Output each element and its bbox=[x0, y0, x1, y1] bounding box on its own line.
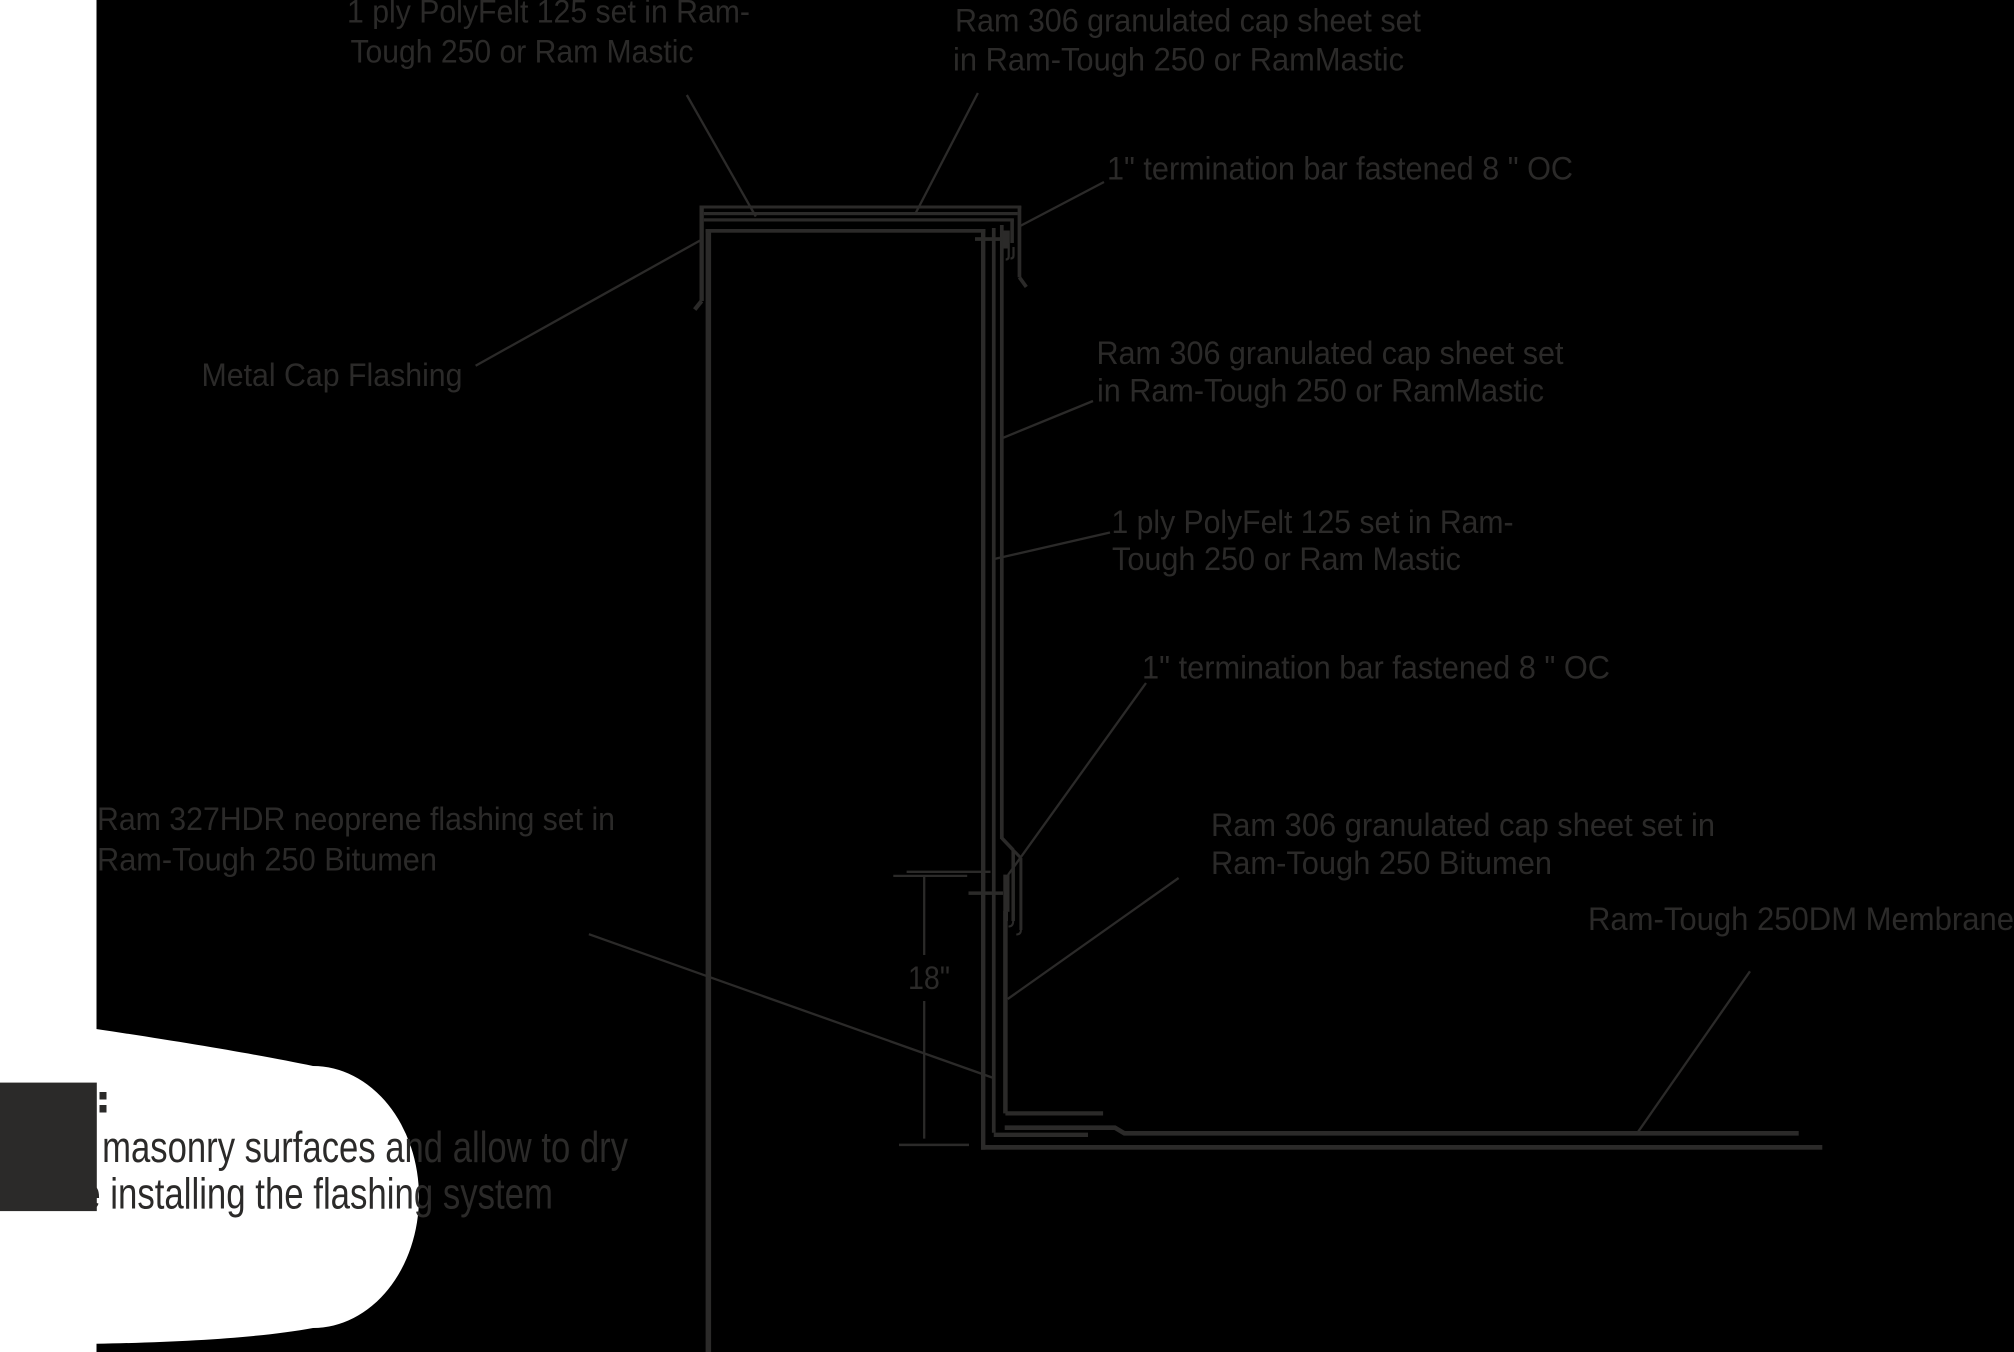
svg-text:1" termination bar fastened 8: 1" termination bar fastened 8 " OC bbox=[1107, 151, 1573, 187]
svg-text:in Ram-Tough 250 or RamMastic: in Ram-Tough 250 or RamMastic bbox=[1097, 373, 1544, 409]
svg-text:Prime masonry surfaces and all: Prime masonry surfaces and allow to dry bbox=[2, 1123, 628, 1172]
svg-text:Ram 306 granulated cap sheet s: Ram 306 granulated cap sheet set in bbox=[1211, 807, 1715, 843]
svg-text:in Ram-Tough 250 or RamMastic: in Ram-Tough 250 or RamMastic bbox=[953, 42, 1404, 78]
svg-text:Tough 250 or Ram Mastic: Tough 250 or Ram Mastic bbox=[351, 34, 694, 70]
svg-text:Metal Cap Flashing: Metal Cap Flashing bbox=[202, 357, 463, 393]
svg-text:Ram 306 granulated cap sheet s: Ram 306 granulated cap sheet set bbox=[955, 3, 1421, 39]
svg-text:18": 18" bbox=[908, 960, 950, 996]
svg-text:Ram 306 granulated cap sheet s: Ram 306 granulated cap sheet set bbox=[1097, 335, 1564, 371]
svg-text:1" termination bar fastened 8: 1" termination bar fastened 8 " OC bbox=[1142, 650, 1610, 686]
svg-text:Ram-Tough 250DM Membrane: Ram-Tough 250DM Membrane bbox=[1588, 901, 2014, 937]
svg-text:Tough 250 or Ram Mastic: Tough 250 or Ram Mastic bbox=[1112, 541, 1461, 577]
svg-text:Ram-Tough 250 Bitumen: Ram-Tough 250 Bitumen bbox=[1211, 845, 1552, 881]
svg-text:Ram-Tough 250 Bitumen: Ram-Tough 250 Bitumen bbox=[97, 842, 437, 878]
svg-text:Ram 327HDR neoprene flashing s: Ram 327HDR neoprene flashing set in bbox=[97, 801, 615, 837]
svg-text:1 ply PolyFelt 125 set in Ram-: 1 ply PolyFelt 125 set in Ram- bbox=[347, 0, 750, 30]
svg-text:1 ply PolyFelt 125 set in Ram-: 1 ply PolyFelt 125 set in Ram- bbox=[1112, 504, 1514, 540]
